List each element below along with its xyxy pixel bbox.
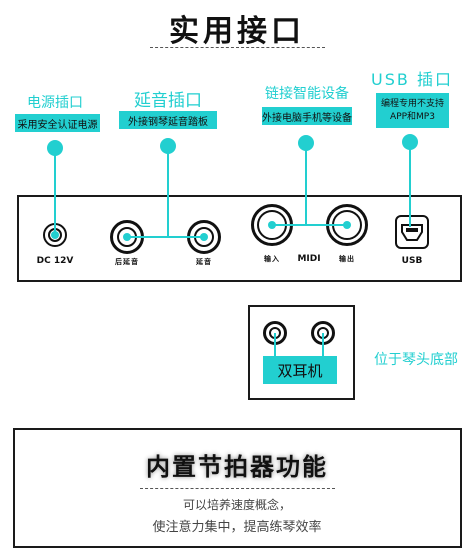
midi-port-label: MIDI <box>297 254 321 264</box>
midi-in-port-label: 输入 <box>264 255 280 263</box>
usb-note-line-1: 编程专用不支持 <box>380 98 444 109</box>
headphone-panel <box>248 305 355 400</box>
page-title: 实用接口 <box>169 14 305 49</box>
sustain-pin <box>123 233 131 241</box>
midi-pin <box>268 221 276 229</box>
usb-port-icon <box>395 215 429 249</box>
sustain-callout-dot <box>160 138 176 154</box>
headphone-connector-line <box>274 333 276 357</box>
usb-note: 编程专用不支持 APP和MP3 <box>376 93 449 128</box>
title-underline <box>150 47 325 48</box>
power-callout-dot <box>47 140 63 156</box>
headphone-connector-line <box>322 333 324 357</box>
sustain-pin <box>200 233 208 241</box>
power-heading: 电源插口 <box>27 95 83 111</box>
metronome-line-1: 可以培养速度概念， <box>182 498 291 512</box>
metronome-divider <box>140 488 335 489</box>
sustain-port-label: 延音 <box>196 258 212 266</box>
midi-link-line <box>272 224 347 226</box>
sustain-note: 外接钢琴延音踏板 <box>119 111 217 129</box>
rear-port-panel <box>17 195 462 282</box>
midi-pin <box>343 221 351 229</box>
midi-connector-line <box>305 143 307 225</box>
power-connector-line <box>54 148 56 235</box>
metronome-title: 内置节拍器功能 <box>146 453 328 481</box>
headphone-label: 双耳机 <box>263 356 337 384</box>
midi-note: 外接电脑手机等设备 <box>262 107 352 125</box>
metronome-line-2: 使注意力集中，提高练琴效率 <box>152 520 322 535</box>
sustain-link-line <box>127 236 204 238</box>
sustain-connector-line <box>167 146 169 237</box>
usb-connector-line <box>409 142 411 227</box>
sustain-rear-port-label: 后延音 <box>115 258 139 266</box>
usb-port-label: USB <box>401 256 423 266</box>
dc-port-label: DC 12V <box>36 256 74 266</box>
usb-heading: USB 插口 <box>371 70 453 89</box>
power-note: 采用安全认证电源 <box>15 114 100 132</box>
usb-callout-dot <box>402 134 418 150</box>
sustain-heading: 延音插口 <box>134 91 202 111</box>
midi-callout-dot <box>298 135 314 151</box>
power-pin <box>51 231 59 239</box>
midi-out-port-label: 输出 <box>339 255 355 263</box>
midi-heading: 链接智能设备 <box>265 86 349 102</box>
usb-note-line-2: APP和MP3 <box>390 111 435 122</box>
headphone-location: 位于琴头底部 <box>374 352 458 368</box>
